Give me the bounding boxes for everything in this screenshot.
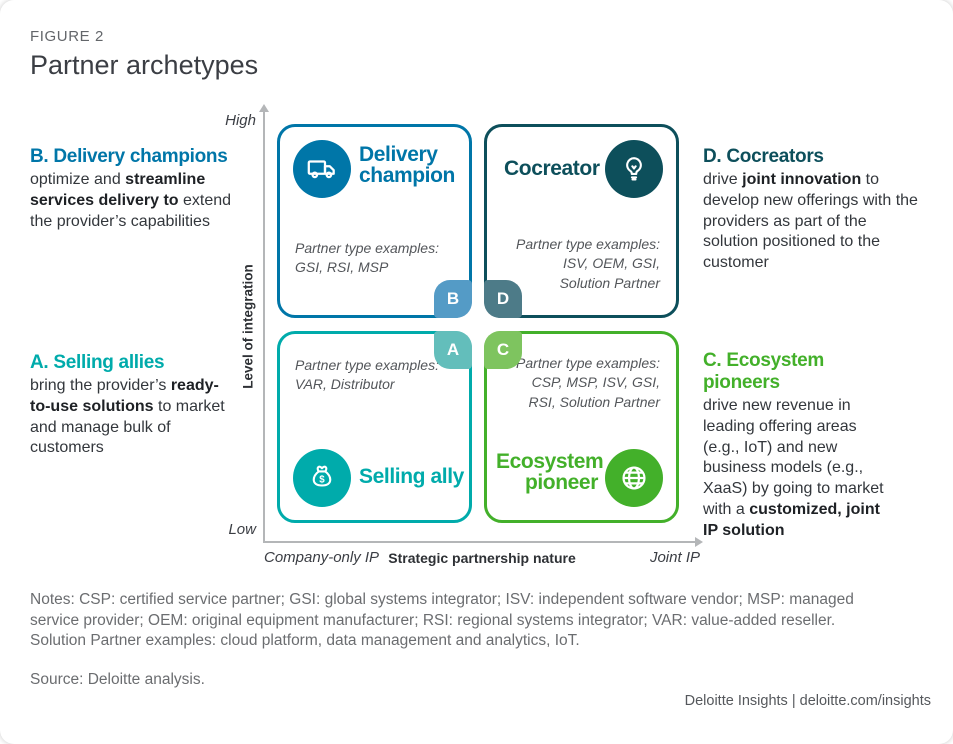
- text-segment: bring the provider’s: [30, 377, 171, 394]
- text-segment-bold: joint innovation: [742, 171, 862, 188]
- globe-icon: [605, 449, 663, 507]
- examples-line: ISV, OEM, GSI,: [563, 255, 660, 272]
- examples-line: GSI, RSI, MSP: [295, 259, 389, 276]
- y-axis-title: Level of integration: [240, 264, 256, 389]
- badge-c: C: [484, 331, 522, 369]
- quadrant-examples: Partner type examples: ISV, OEM, GSI, So…: [516, 235, 660, 293]
- annotation-body-c: drive new revenue in leading offering ar…: [703, 396, 885, 542]
- source-note: Source: Deloitte analysis.: [30, 671, 205, 688]
- text-segment-bold: customized, joint IP solution: [703, 500, 880, 539]
- x-axis-line: [264, 541, 696, 543]
- examples-label: Partner type examples:: [516, 236, 660, 252]
- notes-line: Notes: CSP: certified service partner; G…: [30, 591, 854, 608]
- quadrant-examples: Partner type examples: CSP, MSP, ISV, GS…: [516, 354, 660, 412]
- annotation-body-d: drive joint innovation to develop new of…: [703, 170, 925, 274]
- y-axis-arrowhead-icon: [259, 104, 269, 112]
- text-segment: to develop new offerings with the provid…: [703, 171, 918, 272]
- annotation-heading-c: C. Ecosystem pioneers: [703, 350, 825, 393]
- badge-d: D: [484, 280, 522, 318]
- text-segment: to market and manage bulk of customers: [30, 397, 225, 457]
- x-axis-right-label: Joint IP: [649, 549, 700, 566]
- annotation-heading-a: A. Selling allies: [30, 352, 165, 373]
- y-axis-high-label: High: [225, 112, 256, 129]
- text-segment-bold: ready-to-use solutions: [30, 377, 219, 415]
- examples-label: Partner type examples:: [295, 357, 439, 373]
- text-segment: optimize and: [30, 171, 126, 188]
- annotation-body-a: bring the provider’s ready-to-use soluti…: [30, 376, 234, 459]
- quadrant-title: Delivery champion: [359, 143, 455, 187]
- examples-line: Solution Partner: [559, 274, 660, 291]
- money-bag-icon: $: [293, 449, 351, 507]
- text-segment: extend the provider’s capabilities: [30, 191, 232, 230]
- lightbulb-icon: [605, 140, 663, 198]
- annotation-delivery-champions: B. Delivery champions optimize and strea…: [30, 146, 248, 232]
- x-axis-arrowhead-icon: [695, 537, 703, 547]
- footer-branding: Deloitte Insights | deloitte.com/insight…: [684, 693, 931, 709]
- examples-label: Partner type examples:: [295, 240, 439, 256]
- badge-b: B: [434, 280, 472, 318]
- x-axis-title: Strategic partnership nature: [388, 550, 576, 566]
- examples-label: Partner type examples:: [516, 355, 660, 371]
- x-axis-left-label: Company-only IP: [264, 549, 380, 566]
- text-segment-bold: streamline services delivery to: [30, 171, 206, 209]
- dollar-glyph: $: [319, 474, 325, 485]
- notes: Notes: CSP: certified service partner; G…: [30, 590, 935, 652]
- quadrant-cocreator: Cocreator Partner type examples: ISV, OE…: [484, 124, 679, 318]
- quadrant-title: Cocreator: [504, 157, 600, 180]
- annotation-selling-allies: A. Selling allies bring the provider’s r…: [30, 352, 234, 459]
- annotation-body-b: optimize and streamline services deliver…: [30, 170, 248, 232]
- annotation-heading-d: D. Cocreators: [703, 146, 824, 167]
- truck-icon: [293, 140, 351, 198]
- annotation-heading-b: B. Delivery champions: [30, 146, 228, 167]
- quadrant-title: Selling ally: [359, 465, 464, 488]
- notes-line: service provider; OEM: original equipmen…: [30, 611, 836, 629]
- page-title: Partner archetypes: [30, 50, 259, 80]
- notes-line: Solution Partner examples: cloud platfor…: [30, 632, 580, 649]
- annotation-ecosystem-pioneers: C. Ecosystem pioneers drive new revenue …: [703, 350, 885, 542]
- annotation-cocreators: D. Cocreators drive joint innovation to …: [703, 146, 925, 274]
- badge-a: A: [434, 331, 472, 369]
- quadrant-examples: Partner type examples: GSI, RSI, MSP: [295, 239, 439, 278]
- y-axis-line: [263, 111, 265, 543]
- text-segment: drive new revenue in leading offering ar…: [703, 397, 884, 518]
- y-axis-low-label: Low: [228, 521, 256, 538]
- examples-line: CSP, MSP, ISV, GSI,: [531, 374, 660, 391]
- figure-label: FIGURE 2: [30, 28, 104, 45]
- quadrant-title: Ecosystem pioneer: [496, 450, 604, 494]
- text-segment: drive: [703, 171, 743, 188]
- quadrant-examples: Partner type examples: VAR, Distributor: [295, 356, 439, 395]
- examples-line: VAR, Distributor: [295, 376, 395, 393]
- examples-line: RSI, Solution Partner: [528, 393, 660, 410]
